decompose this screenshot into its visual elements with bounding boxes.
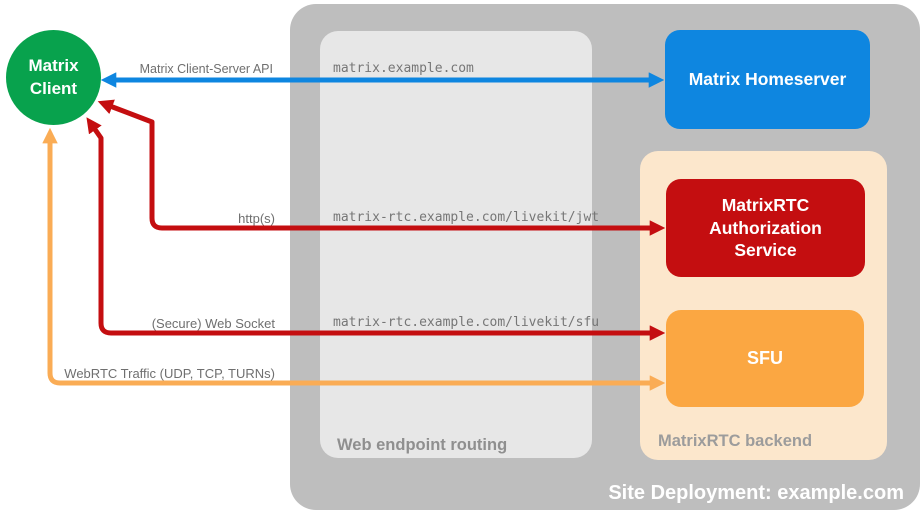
websocket-arrow-label: (Secure) Web Socket [151,316,275,331]
matrixrtc-authorization-service-node: MatrixRTC Authorization Service [666,179,865,277]
client-server-api-arrow-label: Matrix Client-Server API [139,62,273,76]
https-arrow-label: http(s) [238,211,275,226]
site-deployment-title: Site Deployment: example.com [608,482,904,504]
endpoint-url-livekit-jwt: matrix-rtc.example.com/livekit/jwt [333,210,600,225]
webrtc-arrow [42,127,666,391]
endpoint-url-livekit-sfu: matrix-rtc.example.com/livekit/sfu [333,315,600,330]
sfu-node: SFU [666,310,864,407]
sfu-label: SFU [747,348,783,368]
matrix-client-label-line1: Matrix [28,56,79,76]
endpoint-url-homeserver: matrix.example.com [333,61,474,76]
web-endpoint-routing-label: Web endpoint routing [337,436,508,454]
matrix-client-label-line2: Client [29,78,78,98]
matrix-client-node: Matrix Client [6,30,101,125]
matrixrtc-backend-label: MatrixRTC backend [658,432,813,450]
webrtc-arrow-label: WebRTC Traffic (UDP, TCP, TURNs) [64,366,275,381]
matrix-homeserver-node: Matrix Homeserver [665,30,870,129]
authorization-service-label: MatrixRTC Authorization Service [709,194,822,261]
matrix-homeserver-label: Matrix Homeserver [688,69,847,89]
